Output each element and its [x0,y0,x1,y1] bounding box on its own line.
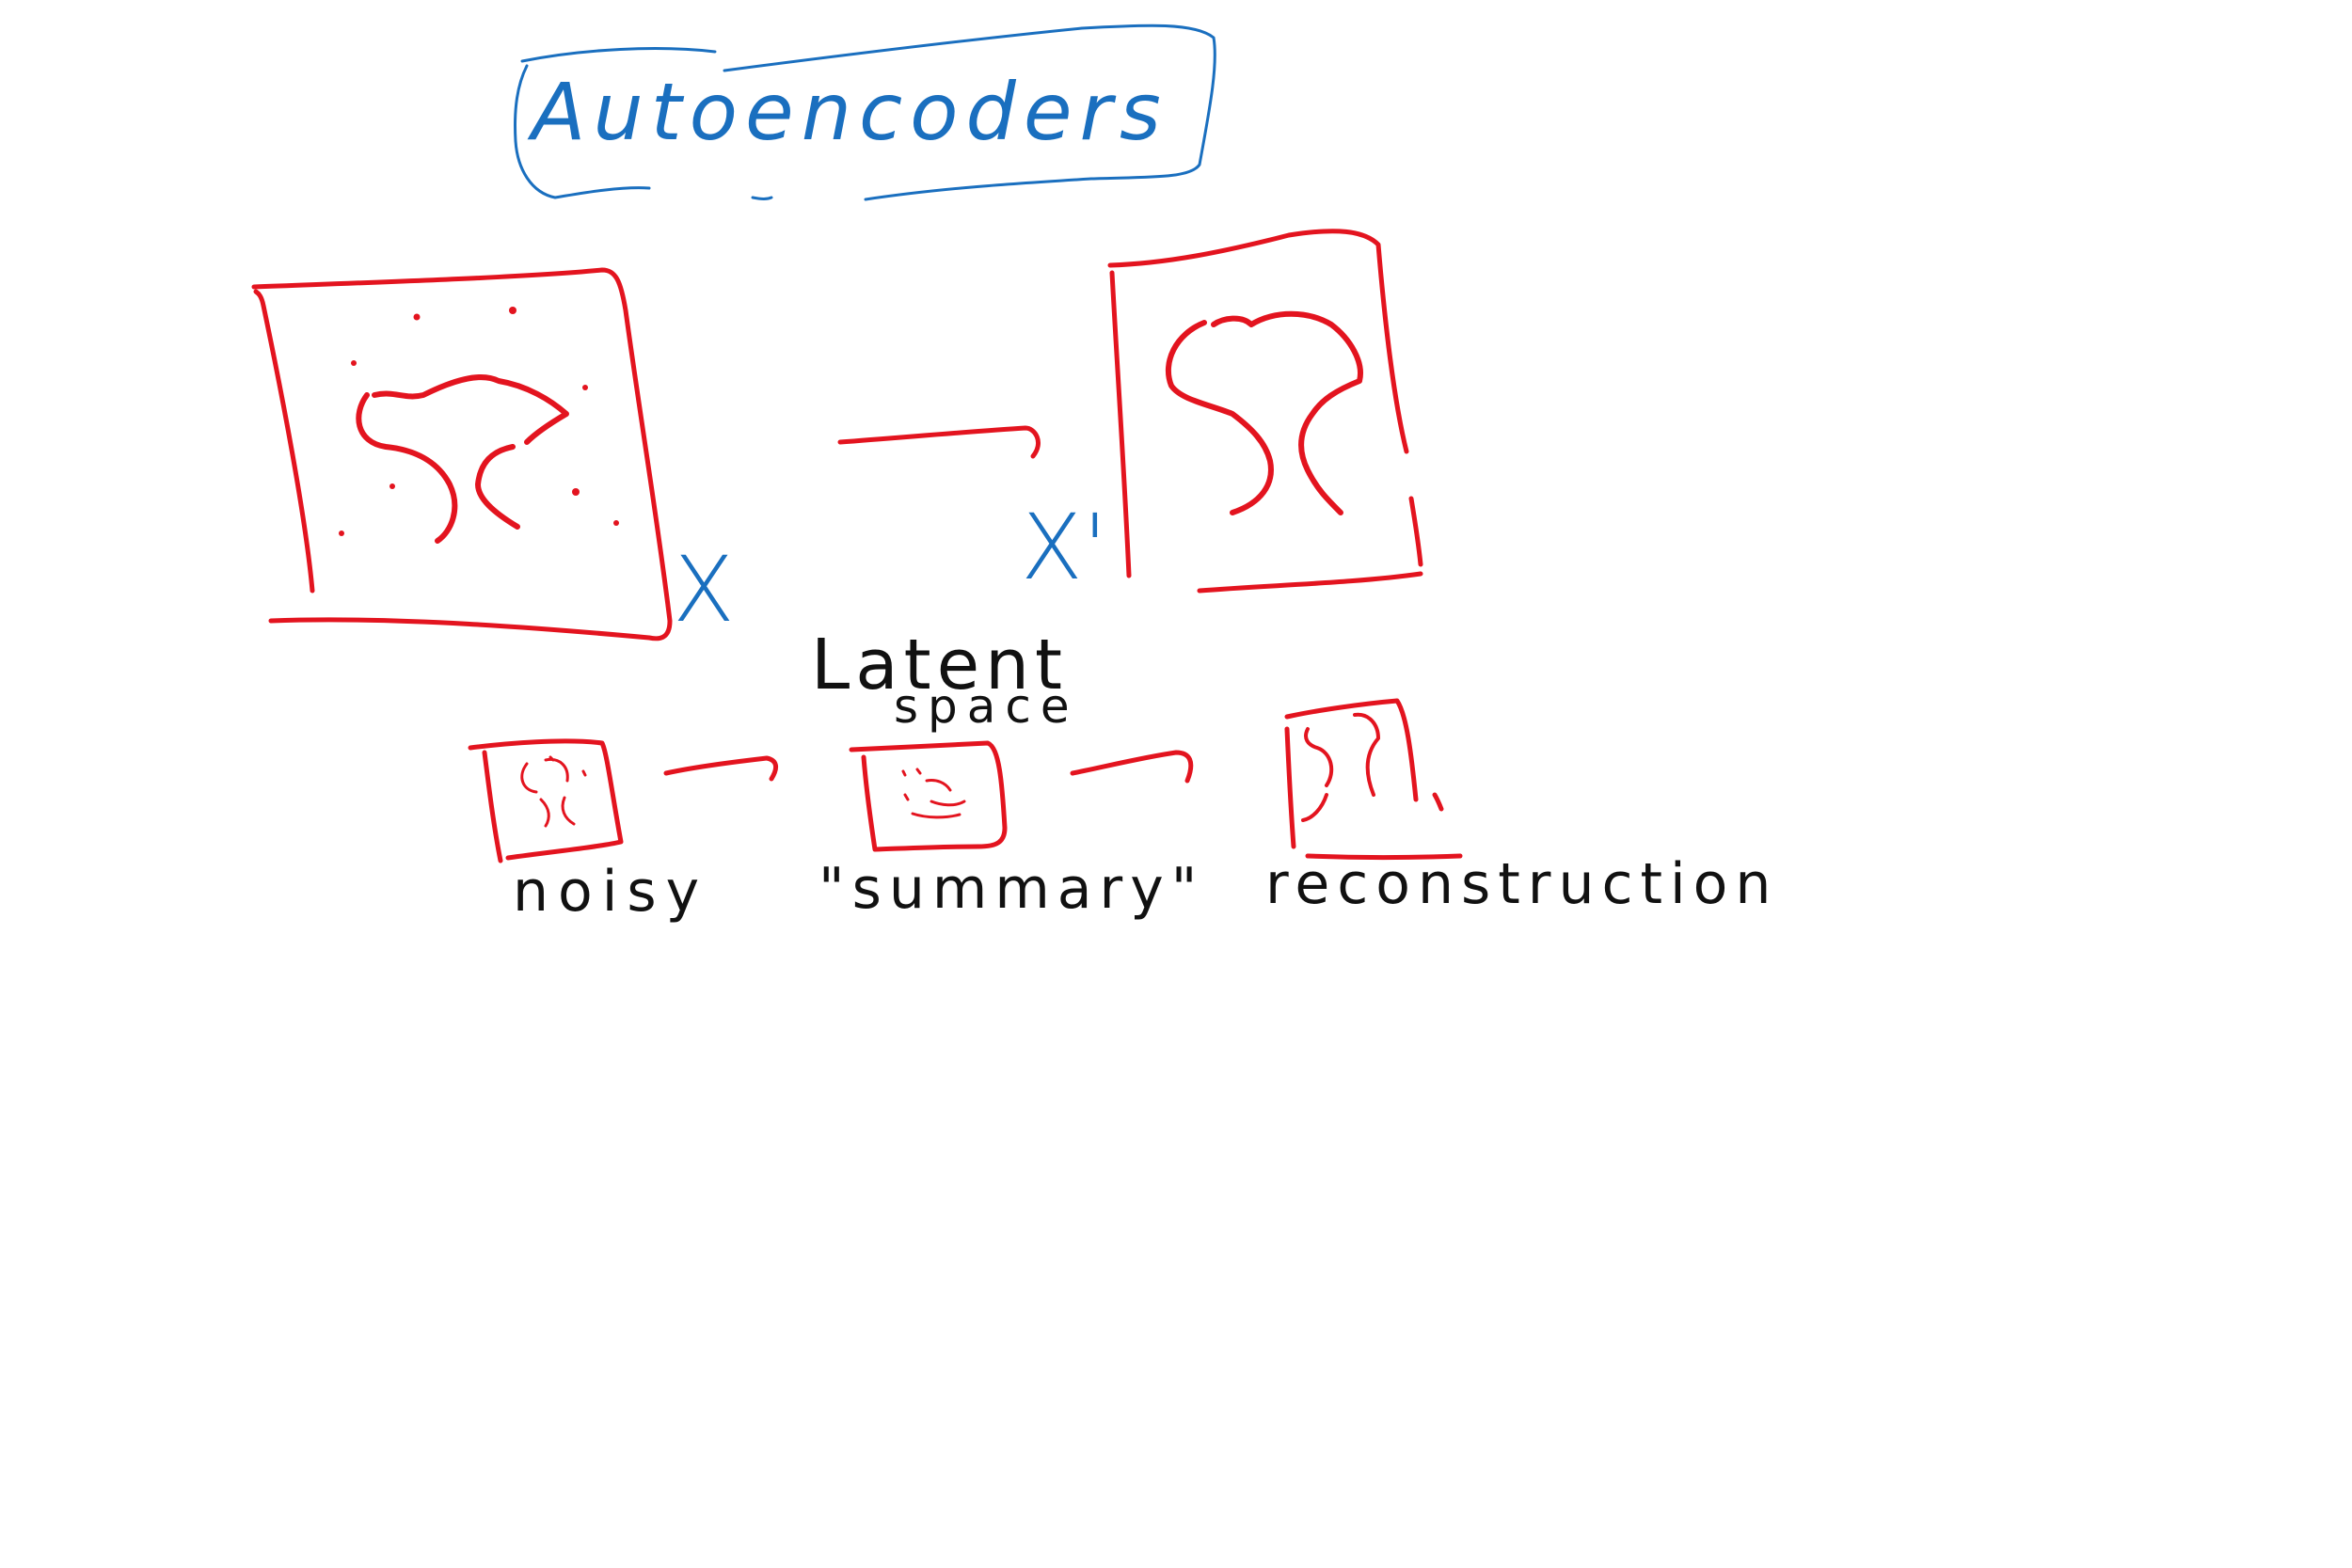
latent-thumbnail-frame [849,740,1008,852]
reconstruction-thumbnail-frame [1284,698,1463,860]
latent-label: Latent [811,625,1068,705]
summary-label: "summary" [818,856,1204,922]
encoder-arrow [663,755,779,782]
noisy-label: noisy [513,859,708,925]
encode-arrow [837,425,1041,459]
noisy-thumbnail-frame [468,738,624,863]
reconstruction-label: reconstruction [1265,851,1778,917]
title-frame [514,24,1216,201]
output-var-label: X' [1021,495,1107,600]
output-image-frame [1107,229,1423,594]
title-text: Autoencoders [527,66,1168,158]
input-image-frame [251,267,673,641]
latent-label-second-line: space [894,679,1079,734]
decoder-arrow [1070,750,1194,784]
input-var-label: X [673,537,735,642]
